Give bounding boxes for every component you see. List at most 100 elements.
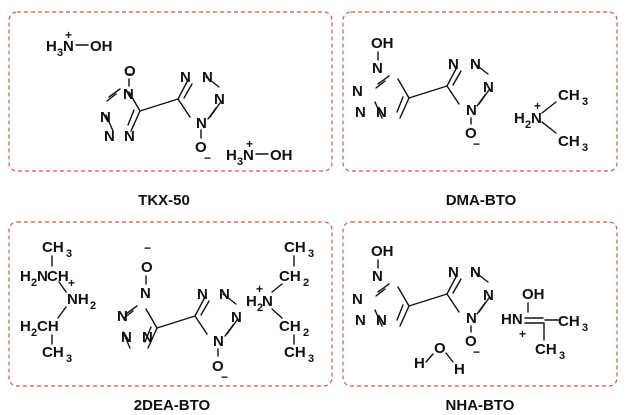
svg-text:O: O <box>465 333 477 350</box>
svg-text:N: N <box>117 308 128 325</box>
svg-text:N: N <box>214 91 225 108</box>
svg-text:+: + <box>246 137 253 151</box>
svg-text:H: H <box>514 110 525 127</box>
panel-label: 2DEA-BTO <box>134 397 211 414</box>
svg-text:3: 3 <box>66 248 72 260</box>
svg-text:OH: OH <box>371 35 394 52</box>
svg-text:O: O <box>434 340 446 357</box>
svg-text:+: + <box>519 327 526 341</box>
svg-text:N: N <box>355 104 366 121</box>
svg-text:N: N <box>466 310 477 327</box>
panel-nha-bto: OH N N N N N N N N O − H O H OH HN + <box>342 221 618 414</box>
svg-text:O: O <box>124 63 136 80</box>
svg-text:N: N <box>124 128 135 145</box>
svg-text:−: − <box>127 67 134 81</box>
svg-text:−: − <box>221 370 228 384</box>
svg-text:+: + <box>68 276 75 290</box>
svg-text:2: 2 <box>303 277 309 289</box>
panel-2dea-bto: CH 3 H 2 N CH + NH 2 H 2 CH CH 3 − O N N <box>8 221 333 414</box>
svg-text:−: − <box>144 241 151 255</box>
svg-text:N: N <box>140 285 151 302</box>
bto-dianion: − O N N N N N N N N O − <box>100 63 225 165</box>
svg-text:N: N <box>483 79 494 96</box>
svg-text:H: H <box>46 38 57 55</box>
svg-text:2: 2 <box>257 302 263 314</box>
svg-text:N: N <box>483 287 494 304</box>
svg-text:CH: CH <box>284 239 306 256</box>
svg-text:CH: CH <box>47 268 69 285</box>
svg-text:N: N <box>100 109 111 126</box>
svg-text:−: − <box>204 151 211 165</box>
svg-text:N: N <box>376 312 387 329</box>
diethylammonium-right: CH 3 CH 2 + H 2 N CH 2 CH 3 <box>246 239 314 365</box>
svg-text:N: N <box>180 69 191 86</box>
svg-text:OH: OH <box>90 38 113 55</box>
svg-text:N: N <box>355 312 366 329</box>
svg-text:N: N <box>37 268 48 285</box>
svg-text:3: 3 <box>582 142 588 154</box>
dimethylammonium: H 2 N + CH 3 CH 3 <box>514 87 588 154</box>
svg-text:N: N <box>213 333 224 350</box>
bto-monoanion: OH N N N N N N N N O − <box>352 35 494 151</box>
svg-text:CH: CH <box>558 313 580 330</box>
svg-text:N: N <box>470 56 481 73</box>
svg-text:2: 2 <box>31 327 37 339</box>
hydroxylammonium-bottom: H 3 N + OH <box>226 137 293 168</box>
svg-text:N: N <box>243 147 254 164</box>
svg-text:N: N <box>202 69 213 86</box>
svg-text:3: 3 <box>308 353 314 365</box>
svg-text:−: − <box>473 345 480 359</box>
svg-text:N: N <box>352 83 363 100</box>
svg-text:H: H <box>20 268 31 285</box>
svg-text:CH: CH <box>284 344 306 361</box>
panel-label: DMA-BTO <box>446 192 517 209</box>
svg-text:N: N <box>448 56 459 73</box>
svg-text:N: N <box>262 293 273 310</box>
svg-text:3: 3 <box>582 96 588 108</box>
svg-text:CH: CH <box>558 133 580 150</box>
svg-text:3: 3 <box>582 322 588 334</box>
svg-text:OH: OH <box>270 147 293 164</box>
svg-text:N: N <box>142 329 153 346</box>
svg-text:N: N <box>197 286 208 303</box>
hydroxylammonium-top: H 3 N + OH <box>46 28 113 59</box>
svg-text:CH: CH <box>37 318 59 335</box>
svg-text:+: + <box>65 28 72 42</box>
svg-text:+: + <box>256 282 263 296</box>
svg-text:CH: CH <box>279 268 301 285</box>
svg-text:N: N <box>372 60 383 77</box>
acetoxime-cation: OH HN + CH 3 CH 3 <box>501 286 588 362</box>
svg-text:N: N <box>376 104 387 121</box>
svg-text:O: O <box>141 259 153 276</box>
svg-text:N: N <box>531 110 542 127</box>
svg-text:H: H <box>226 147 237 164</box>
svg-text:O: O <box>212 358 224 375</box>
svg-text:H: H <box>414 355 425 372</box>
svg-text:−: − <box>473 137 480 151</box>
svg-text:2: 2 <box>31 277 37 289</box>
svg-text:HN: HN <box>501 311 523 328</box>
svg-text:+: + <box>534 99 541 113</box>
svg-text:N: N <box>470 264 481 281</box>
svg-text:2: 2 <box>90 300 96 312</box>
svg-text:CH: CH <box>535 341 557 358</box>
svg-text:3: 3 <box>308 248 314 260</box>
svg-text:2: 2 <box>303 327 309 339</box>
svg-text:3: 3 <box>237 156 243 168</box>
svg-text:CH: CH <box>279 318 301 335</box>
svg-text:N: N <box>63 38 74 55</box>
svg-text:H: H <box>20 318 31 335</box>
svg-text:CH: CH <box>42 239 64 256</box>
svg-text:H: H <box>246 293 257 310</box>
svg-text:OH: OH <box>371 243 394 260</box>
svg-text:N: N <box>121 329 132 346</box>
svg-text:O: O <box>465 125 477 142</box>
diethylammonium-left: CH 3 H 2 N CH + NH 2 H 2 CH CH 3 <box>20 239 96 365</box>
svg-text:N: N <box>123 86 134 103</box>
svg-text:3: 3 <box>57 47 63 59</box>
bto-dianion-2dea: − O N N N N N N N N O − <box>117 241 242 384</box>
svg-text:N: N <box>104 128 115 145</box>
svg-text:N: N <box>196 115 207 132</box>
svg-text:OH: OH <box>522 286 545 303</box>
